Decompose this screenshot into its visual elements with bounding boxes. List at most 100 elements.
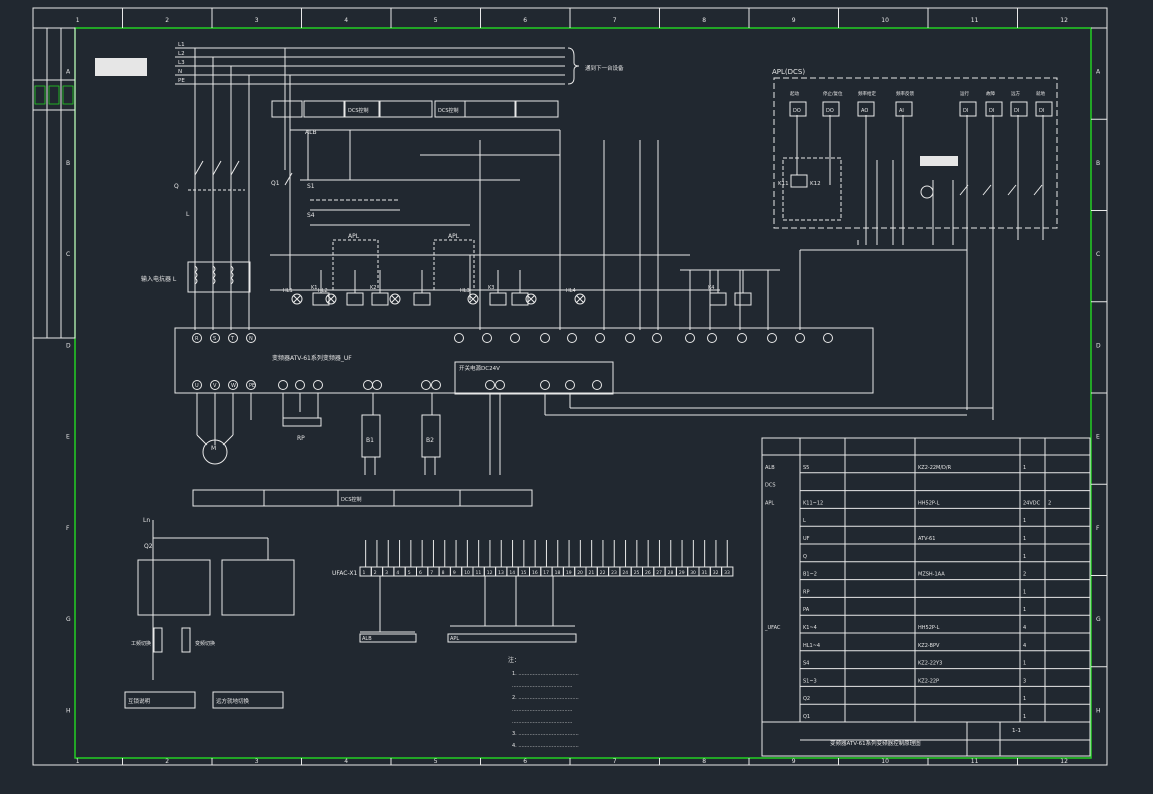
terminal-number: 7 bbox=[430, 570, 433, 576]
col-label: 2 bbox=[165, 758, 169, 765]
table-cell: _UFAC bbox=[764, 625, 781, 631]
terminal-number: 5 bbox=[408, 570, 411, 576]
row-label: E bbox=[66, 434, 70, 441]
table-cell: HL1~4 bbox=[803, 643, 820, 649]
col-label: 12 bbox=[1060, 17, 1068, 24]
table-cell: Q bbox=[803, 554, 807, 560]
vfd-terminal bbox=[652, 333, 662, 343]
table-cell: 1 bbox=[1023, 518, 1026, 524]
lamp-cross bbox=[527, 295, 535, 303]
lamp-cross bbox=[576, 295, 584, 303]
table-cell: 2 bbox=[1048, 500, 1051, 506]
svg-text:远方就地切换: 远方就地切换 bbox=[216, 697, 250, 705]
table-cell: S1~3 bbox=[803, 678, 817, 684]
vfd-terminal bbox=[363, 380, 373, 390]
vfd-terminal bbox=[454, 333, 464, 343]
terminal-number: 29 bbox=[679, 570, 685, 576]
svg-text:变频器ATV-61系列变频器_UF: 变频器ATV-61系列变频器_UF bbox=[272, 354, 352, 362]
svg-text:M: M bbox=[211, 445, 216, 452]
table-cell: MZSH-1AA bbox=[918, 572, 945, 578]
relay-coil bbox=[413, 292, 431, 306]
table-cell: S5 bbox=[803, 465, 809, 471]
top-label-text: DCS控制 bbox=[438, 107, 459, 114]
notes-title: 注： bbox=[508, 656, 520, 664]
dcs-io-label: 远方 bbox=[1011, 90, 1020, 97]
terminal-number: 22 bbox=[600, 570, 606, 576]
vfd-terminal bbox=[767, 333, 777, 343]
svg-text:B1: B1 bbox=[366, 437, 374, 444]
col-label: 5 bbox=[434, 17, 438, 24]
table-cell: KZ2-22P bbox=[918, 678, 939, 684]
row-label: F bbox=[66, 525, 70, 532]
svg-text:Q2: Q2 bbox=[144, 543, 153, 550]
col-label: 12 bbox=[1060, 758, 1068, 765]
table-cell: 1 bbox=[1023, 661, 1026, 667]
relay-label: K3 bbox=[488, 285, 494, 291]
row-label: A bbox=[66, 69, 71, 76]
note-line: ...................................... bbox=[512, 683, 573, 689]
phase-label: L2 bbox=[178, 51, 185, 57]
table-cell: PA bbox=[803, 607, 810, 613]
terminal-number: 26 bbox=[645, 570, 651, 576]
dcs-io-type: DI bbox=[989, 108, 994, 114]
motor: M bbox=[196, 393, 252, 465]
table-cell: 1 bbox=[1023, 536, 1026, 542]
table-cell: 1 bbox=[1023, 554, 1026, 560]
drawing-title: 变频器ATV-61系列变频器控制原理图 bbox=[830, 739, 921, 747]
field-devices: RP B1 B2 bbox=[282, 393, 993, 475]
terminal-number: 24 bbox=[622, 570, 628, 576]
col-label: 8 bbox=[702, 758, 706, 765]
col-label: 3 bbox=[255, 17, 259, 24]
dcs-io-box bbox=[822, 101, 840, 117]
svg-text:Ln: Ln bbox=[143, 517, 150, 524]
svg-text:APL(DCS): APL(DCS) bbox=[772, 68, 805, 76]
svg-text:APL: APL bbox=[348, 233, 360, 240]
bottom-label-box bbox=[459, 489, 533, 507]
terminal-connections: ALB APL bbox=[359, 576, 577, 643]
phase-label: N bbox=[178, 69, 182, 75]
vfd-terminal bbox=[595, 333, 605, 343]
terminal-number: 23 bbox=[611, 570, 617, 576]
top-label-box bbox=[464, 100, 516, 118]
main-feeders bbox=[194, 48, 291, 330]
dcs-io-label: 故障 bbox=[986, 90, 995, 97]
terminal-number: 18 bbox=[555, 570, 561, 576]
svg-text:APL: APL bbox=[448, 233, 460, 240]
terminal-number: 15 bbox=[521, 570, 527, 576]
table-cell: UF bbox=[803, 536, 810, 542]
vfd-terminal bbox=[372, 380, 382, 390]
col-label: 7 bbox=[613, 758, 617, 765]
svg-text:Q1: Q1 bbox=[271, 180, 280, 187]
vfd-terminal bbox=[567, 333, 577, 343]
table-cell: KZ2-BPV bbox=[918, 643, 940, 649]
terminal-number: 28 bbox=[668, 570, 674, 576]
table-cell: S4 bbox=[803, 661, 809, 667]
vfd-terminal bbox=[540, 333, 550, 343]
table-cell: 4 bbox=[1023, 643, 1026, 649]
dcs-io-type: AI bbox=[899, 108, 904, 114]
col-label: 6 bbox=[523, 17, 527, 24]
vfd-output-label: V bbox=[213, 383, 217, 389]
vfd-terminal bbox=[592, 380, 602, 390]
phase-label: L3 bbox=[178, 60, 185, 66]
vfd-terminal bbox=[295, 380, 305, 390]
table-cell: 4 bbox=[1023, 625, 1026, 631]
bottom-label-text: DCS控制 bbox=[341, 496, 362, 503]
vfd-terminal bbox=[510, 333, 520, 343]
row-label: H bbox=[66, 707, 71, 714]
vfd-terminal bbox=[823, 333, 833, 343]
input-reactor: 输入电抗器 L bbox=[141, 261, 251, 293]
terminal-number: 13 bbox=[498, 570, 504, 576]
table-cell: APL bbox=[765, 500, 774, 506]
terminal-number: 33 bbox=[724, 570, 730, 576]
vfd-terminal bbox=[485, 380, 495, 390]
dcs-io-box bbox=[1035, 101, 1053, 117]
dcs-io-type: AO bbox=[861, 108, 868, 114]
vfd-terminal bbox=[540, 380, 550, 390]
terminal-number: 16 bbox=[532, 570, 538, 576]
dcs-io-label: 频率反馈 bbox=[896, 90, 914, 97]
relay-label: K4 bbox=[708, 285, 714, 291]
phase-label: PE bbox=[178, 78, 185, 84]
